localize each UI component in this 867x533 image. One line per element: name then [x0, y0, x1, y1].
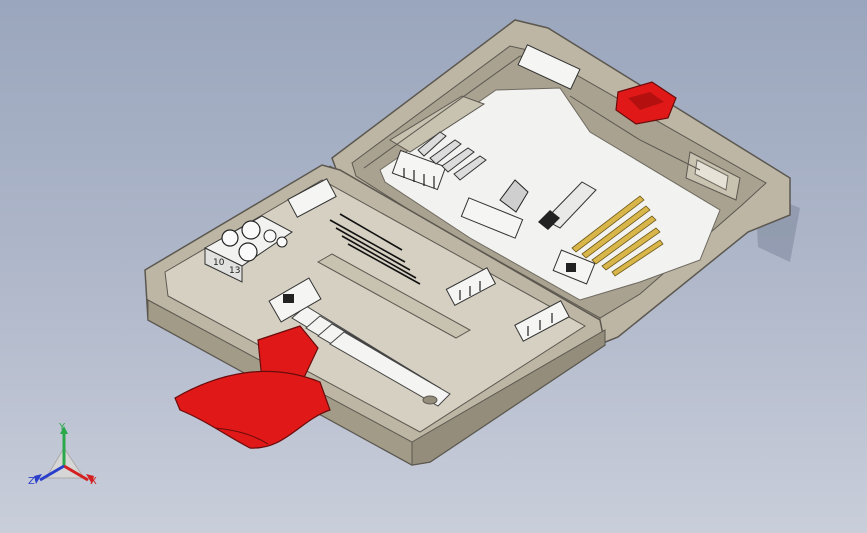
socket-10mm	[221, 229, 239, 247]
base-channel	[316, 253, 472, 339]
countersink-bit	[499, 179, 529, 213]
axis-z-label: Z	[28, 476, 35, 487]
base-shell[interactable]: 10 13	[144, 164, 606, 466]
socket-label-10: 10	[213, 258, 225, 268]
axis-y-label: Y	[59, 422, 66, 433]
socket-label-13: 13	[229, 266, 240, 276]
lid-bit-holder-center	[460, 197, 524, 239]
black-drill-bits	[329, 213, 421, 285]
axis-triad-icon	[34, 426, 94, 484]
socket-13mm	[241, 220, 261, 240]
white-masonry-bits	[291, 305, 451, 407]
socket-block: 10 13	[203, 215, 293, 283]
lid-shell[interactable]	[331, 19, 791, 346]
base-label-holder-top	[287, 178, 337, 218]
lid-bit-holder-top	[517, 44, 581, 90]
axis-triad: Y X Z	[22, 418, 112, 498]
axis-x-label: X	[90, 476, 97, 487]
lid-screwdriver-bits	[417, 131, 487, 181]
base-screw-hole	[422, 395, 438, 405]
handle-flap[interactable]	[174, 370, 331, 449]
gold-drill-bits	[571, 195, 664, 277]
lid-bit-holder-left	[391, 149, 447, 191]
base-bit-holder-right	[445, 267, 570, 342]
base-label-holder-left	[268, 277, 322, 323]
